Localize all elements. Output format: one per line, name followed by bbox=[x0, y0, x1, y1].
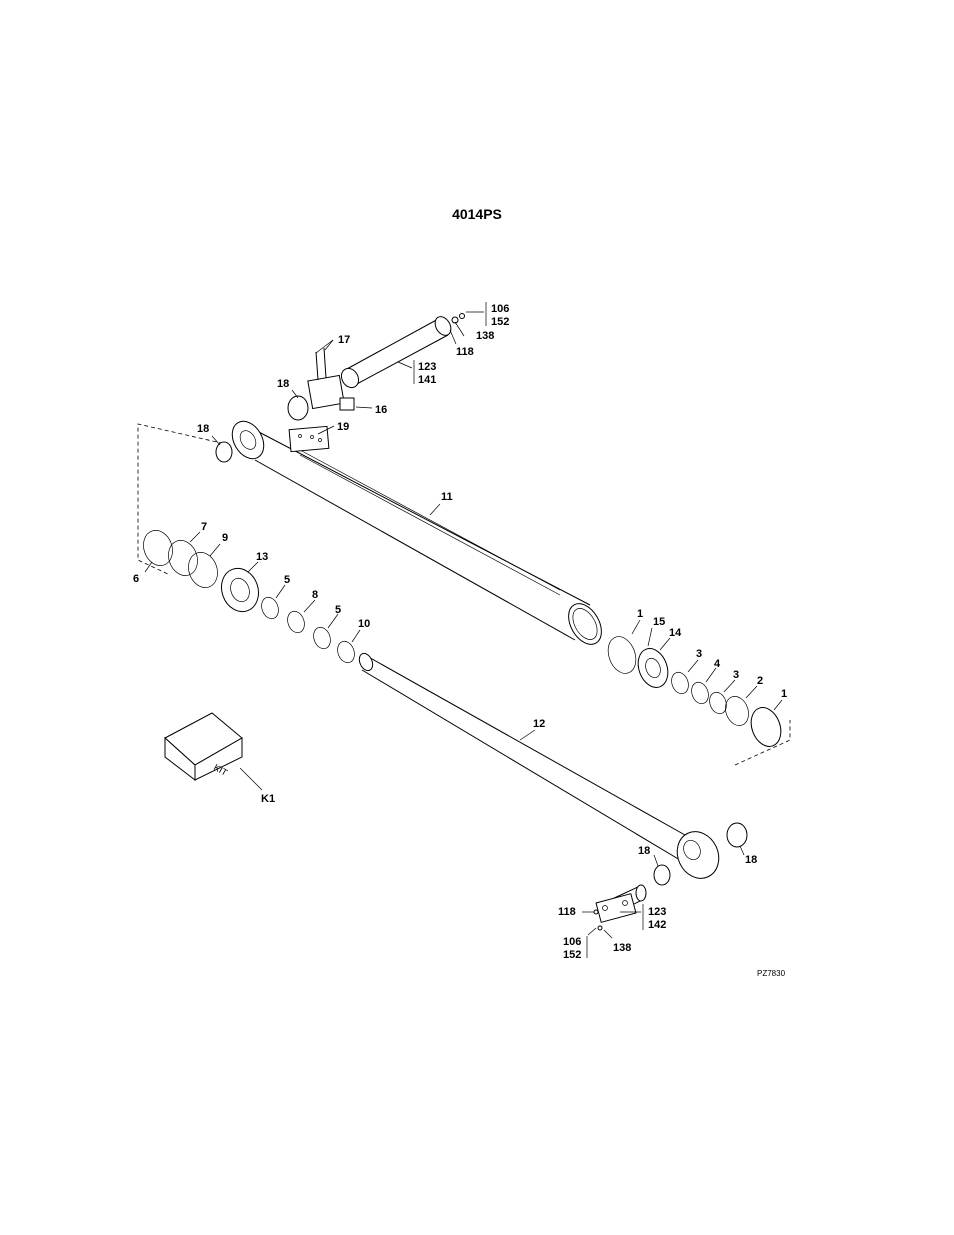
callout-118: 118 bbox=[558, 906, 576, 918]
callout-6: 6 bbox=[133, 573, 139, 585]
callout-18: 18 bbox=[197, 423, 209, 435]
callout-15: 15 bbox=[653, 616, 665, 628]
callout-106: 106 bbox=[491, 303, 509, 315]
bushing-part-rod-right bbox=[726, 822, 748, 848]
callout-3: 3 bbox=[696, 648, 702, 660]
seal-rings-right bbox=[607, 636, 782, 747]
callout-16: 16 bbox=[375, 404, 387, 416]
callout-2: 2 bbox=[757, 675, 763, 687]
barrel-part bbox=[231, 420, 602, 645]
callout-4: 4 bbox=[714, 658, 721, 670]
callout-11: 11 bbox=[441, 491, 453, 503]
pin-part-top bbox=[340, 313, 465, 389]
callout-123: 123 bbox=[418, 361, 436, 373]
drawing-code: PZ7830 bbox=[757, 969, 786, 978]
callout-123: 123 bbox=[648, 906, 666, 918]
callout-106: 106 bbox=[563, 936, 581, 948]
callout-152: 152 bbox=[491, 316, 509, 328]
callout-9: 9 bbox=[222, 532, 228, 544]
callout-141: 141 bbox=[418, 374, 436, 386]
pin-part-bottom bbox=[593, 884, 647, 931]
callout-152: 152 bbox=[563, 949, 581, 961]
callout-118: 118 bbox=[456, 346, 474, 358]
callout-5: 5 bbox=[284, 574, 290, 586]
callout-14: 14 bbox=[669, 627, 682, 639]
callout-5: 5 bbox=[335, 604, 341, 616]
leader-lines bbox=[144, 302, 783, 939]
kit-box: KIT bbox=[164, 712, 243, 782]
callout-18: 18 bbox=[277, 378, 289, 390]
callout-17: 17 bbox=[338, 334, 350, 346]
callout-7: 7 bbox=[201, 521, 207, 533]
callout-K1: K1 bbox=[261, 793, 275, 805]
callout-1: 1 bbox=[637, 608, 643, 620]
bushing-part-rod-left bbox=[653, 864, 671, 886]
bushing-part-left bbox=[215, 441, 233, 463]
valve-block-part bbox=[287, 347, 355, 421]
callout-1: 1 bbox=[781, 688, 787, 700]
callout-138: 138 bbox=[613, 942, 631, 954]
callout-19: 19 bbox=[337, 421, 349, 433]
callout-18: 18 bbox=[638, 845, 650, 857]
callout-12: 12 bbox=[533, 718, 545, 730]
diagram-title: 4014PS bbox=[452, 206, 502, 222]
callout-labels: 106 152 138 118 17 123 141 18 16 18 19 1… bbox=[133, 303, 787, 961]
callout-13: 13 bbox=[256, 551, 268, 563]
callout-8: 8 bbox=[312, 589, 318, 601]
assembly-guide-line-lower bbox=[734, 720, 791, 766]
callout-142: 142 bbox=[648, 919, 666, 931]
rod-part bbox=[358, 652, 720, 879]
callout-3: 3 bbox=[733, 669, 739, 681]
callout-18: 18 bbox=[745, 854, 757, 866]
callout-10: 10 bbox=[358, 618, 370, 630]
callout-138: 138 bbox=[476, 330, 494, 342]
seal-rings-left bbox=[143, 530, 355, 664]
assembly-guide-line bbox=[137, 423, 231, 576]
